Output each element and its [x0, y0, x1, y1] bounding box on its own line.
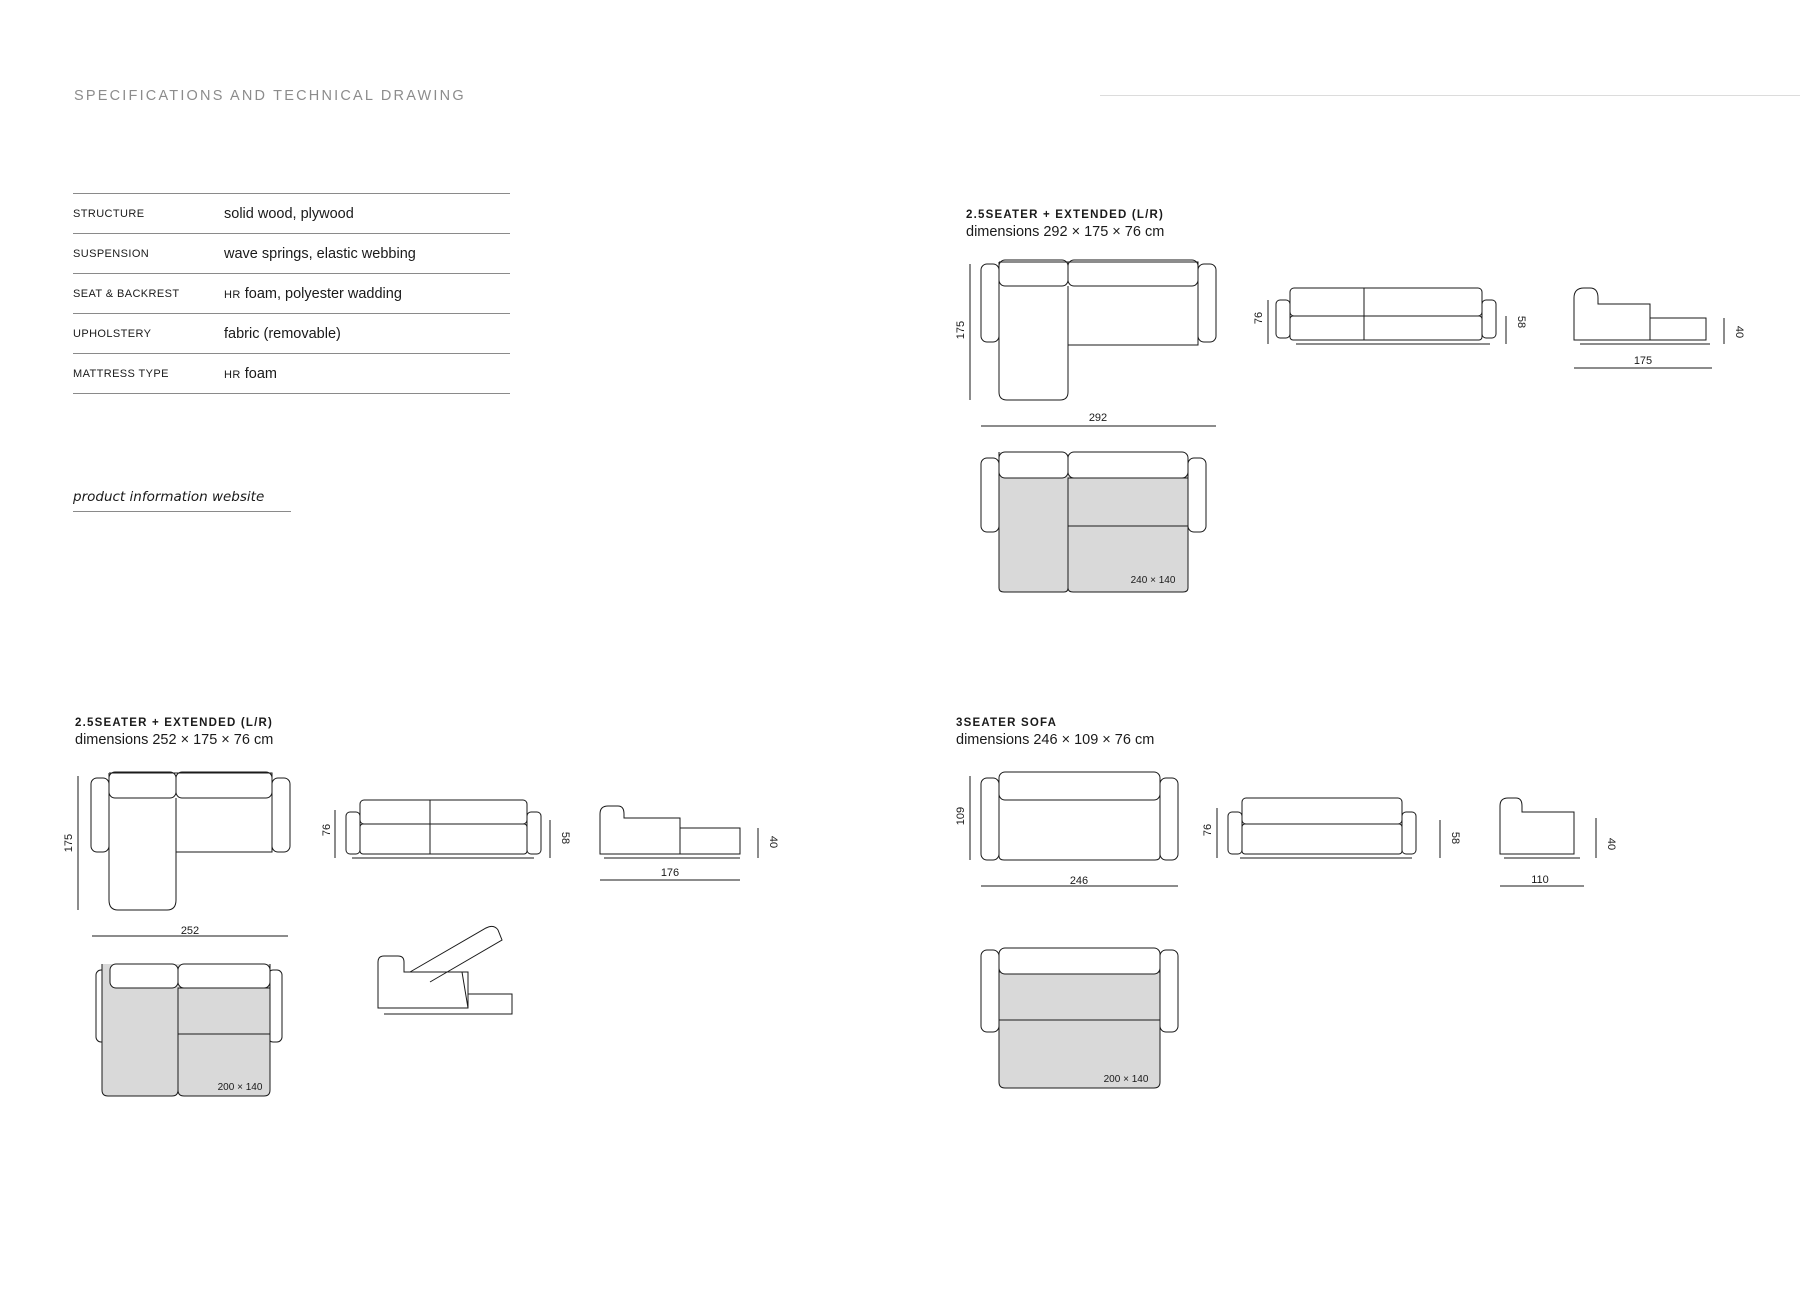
model2-front-view [334, 799, 551, 859]
model1-plan-depth-label: 175 [955, 321, 967, 339]
model1-plan-width-label: 292 [1089, 412, 1107, 424]
model1-side-depth-label: 175 [1634, 355, 1652, 367]
model1-front-height-label: 76 [1253, 312, 1265, 324]
model3-plan-dimensions [969, 776, 1178, 887]
model1-plan-dimensions [969, 264, 1216, 427]
spec-row-upholstery: UPHOLSTERY fabric (removable) [73, 314, 510, 354]
model3-plan-depth-label: 109 [955, 807, 967, 825]
model-name: 2.5SEATER + EXTENDED (L/R) [75, 717, 274, 729]
spec-label: SUSPENSION [73, 247, 150, 260]
spec-value: solid wood, plywood [224, 205, 354, 222]
spec-row-seat-backrest: SEAT & BACKREST HR foam, polyester waddi… [73, 274, 510, 314]
spec-row-suspension: SUSPENSION wave springs, elastic webbing [73, 234, 510, 274]
model-heading-2: 2.5SEATER + EXTENDED (L/R) dimensions 25… [75, 717, 273, 748]
spec-value-prefix: HR [224, 288, 241, 301]
spec-row-mattress-type: MATTRESS TYPE HR foam [73, 354, 510, 394]
model2-front-height-label: 76 [321, 824, 333, 836]
model1-side-seat-label: 40 [1733, 326, 1745, 338]
model2-plan-width-label: 252 [181, 925, 199, 937]
model3-side-seat-label: 40 [1605, 838, 1617, 850]
model2-side-seat-label: 40 [767, 836, 779, 848]
page-title: SPECIFICATIONS AND TECHNICAL DRAWING [74, 88, 466, 104]
spec-value-prefix: HR [224, 368, 241, 381]
model-dimensions: dimensions 292 × 175 × 76 cm [966, 224, 1165, 240]
model2-seat-height-label: 58 [559, 832, 571, 844]
model1-seat-height-label: 58 [1515, 316, 1527, 328]
model3-bed-view [980, 947, 1179, 1089]
spec-label: UPHOLSTERY [73, 327, 152, 340]
model-dimensions: dimensions 252 × 175 × 76 cm [75, 732, 274, 748]
model2-plan-view [90, 771, 291, 911]
model3-side-depth-label: 110 [1531, 874, 1549, 886]
spec-label: MATTRESS TYPE [73, 367, 169, 380]
model3-front-height-label: 76 [1202, 824, 1214, 836]
model1-plan-view [980, 259, 1217, 401]
model1-front-view [1267, 287, 1507, 345]
spec-value-text: foam [240, 365, 277, 382]
model-heading-1: 2.5SEATER + EXTENDED (L/R) dimensions 29… [966, 209, 1164, 240]
model2-bed-size-label: 200 × 140 [218, 1082, 263, 1093]
spec-value: HR foam [224, 366, 277, 382]
model-heading-3: 3SEATER SOFA dimensions 246 × 109 × 76 c… [956, 717, 1154, 748]
model3-bed-size-label: 200 × 140 [1104, 1074, 1149, 1085]
top-rule [1100, 95, 1800, 96]
spec-label: SEAT & BACKREST [73, 287, 180, 300]
spec-value-text: foam, polyester wadding [240, 285, 402, 302]
model2-extended-view [377, 925, 513, 1015]
model2-bed-view [95, 963, 283, 1097]
model3-plan-view [980, 771, 1179, 861]
model2-plan-dimensions [77, 776, 288, 937]
spec-value: HR foam, polyester wadding [224, 286, 402, 302]
model2-side-view [599, 805, 759, 881]
model-dimensions: dimensions 246 × 109 × 76 cm [956, 732, 1155, 748]
product-website-link[interactable]: product information website [73, 489, 291, 512]
model2-plan-depth-label: 175 [63, 834, 75, 852]
spec-row-structure: STRUCTURE solid wood, plywood [73, 194, 510, 234]
model3-plan-width-label: 246 [1070, 875, 1088, 887]
spec-value: wave springs, elastic webbing [224, 245, 416, 262]
model1-bed-view [980, 451, 1207, 593]
model3-seat-height-label: 58 [1449, 832, 1461, 844]
model3-side-view [1499, 797, 1597, 887]
spec-label: STRUCTURE [73, 207, 145, 220]
spec-value: fabric (removable) [224, 325, 341, 342]
spec-table: STRUCTURE solid wood, plywood SUSPENSION… [73, 193, 510, 394]
model2-side-depth-label: 176 [661, 867, 679, 879]
model-name: 2.5SEATER + EXTENDED (L/R) [966, 209, 1165, 221]
model-name: 3SEATER SOFA [956, 717, 1058, 729]
model1-side-view [1573, 287, 1725, 369]
model3-front-view [1216, 797, 1441, 859]
model1-bed-size-label: 240 × 140 [1131, 575, 1176, 586]
